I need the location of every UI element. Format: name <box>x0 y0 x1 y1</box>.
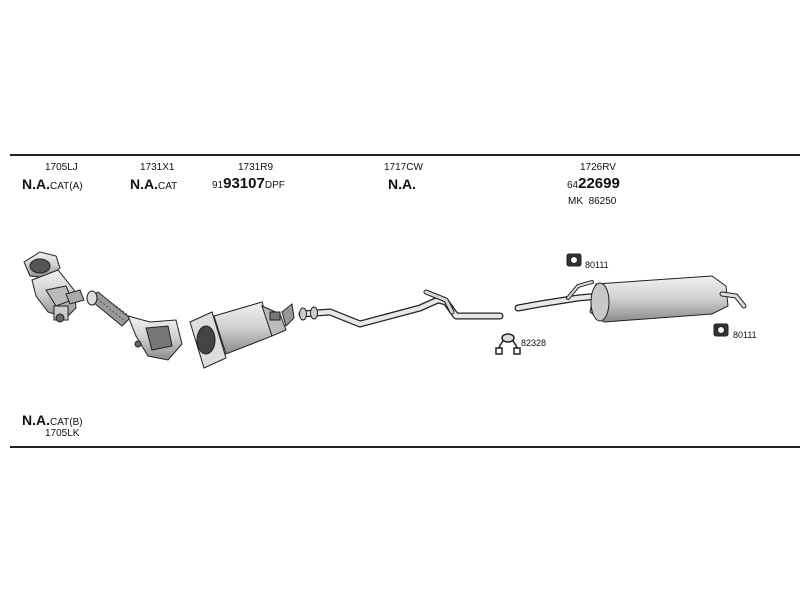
part-code-1717cw: 1717CW <box>384 162 423 173</box>
clamp-right-label: 80111 <box>733 330 757 340</box>
part-suffix-1705lj: CAT(A) <box>50 181 83 192</box>
part-label-1705lj: N.A.CAT(A) <box>22 176 83 194</box>
part-mk-1726rv: MK 86250 <box>568 196 616 207</box>
part-code-1731x1: 1731X1 <box>140 162 175 173</box>
part-label-1731x1: N.A.CAT <box>130 176 177 194</box>
part-bold-1731x1: N.A. <box>130 176 158 192</box>
ring-label: 82328 <box>521 338 547 348</box>
part-bold-1717cw: N.A. <box>388 176 416 192</box>
catalyst-flex-drawing <box>86 290 183 361</box>
part-label-1705lk: N.A.CAT(B) <box>22 412 83 430</box>
rear-silencer-drawing <box>514 275 747 323</box>
rubber-mount-right-icon <box>713 323 729 337</box>
part-bold-1705lj: N.A. <box>22 176 50 192</box>
part-code-1726rv: 1726RV <box>580 162 616 173</box>
part-bold-1705lk: N.A. <box>22 412 50 428</box>
part-label-1726rv: 6422699 <box>567 175 620 193</box>
part-suffix-1731x1: CAT <box>158 181 178 192</box>
part-code-1705lj: 1705LJ <box>45 162 78 173</box>
part-code-1705lk: 1705LK <box>45 428 80 439</box>
part-bold-1731r9: 93107 <box>223 175 265 192</box>
dpf-drawing <box>189 301 295 369</box>
part-suffix-1731r9: DPF <box>264 180 285 191</box>
mk-label: MK <box>568 196 583 207</box>
part-prefix-1726rv: 64 <box>567 180 579 191</box>
bottom-divider-line <box>10 446 800 448</box>
part-code-1731r9: 1731R9 <box>238 162 274 173</box>
rubber-mount-top-icon <box>566 253 582 267</box>
mk-value: 86250 <box>588 196 617 207</box>
part-bold-1726rv: 22699 <box>578 175 620 192</box>
part-label-1717cw: N.A. <box>388 176 416 194</box>
clamp-top-label: 80111 <box>585 260 609 270</box>
part-prefix-1731r9: 91 <box>212 180 224 191</box>
top-divider-line <box>10 154 800 156</box>
manifold-catalyst-drawing <box>23 251 85 323</box>
part-label-1731r9: 9193107DPF <box>212 175 285 193</box>
part-suffix-1705lk: CAT(B) <box>50 417 83 428</box>
intermediate-pipe-drawing <box>298 289 504 328</box>
ring-clamp-icon <box>495 333 521 355</box>
